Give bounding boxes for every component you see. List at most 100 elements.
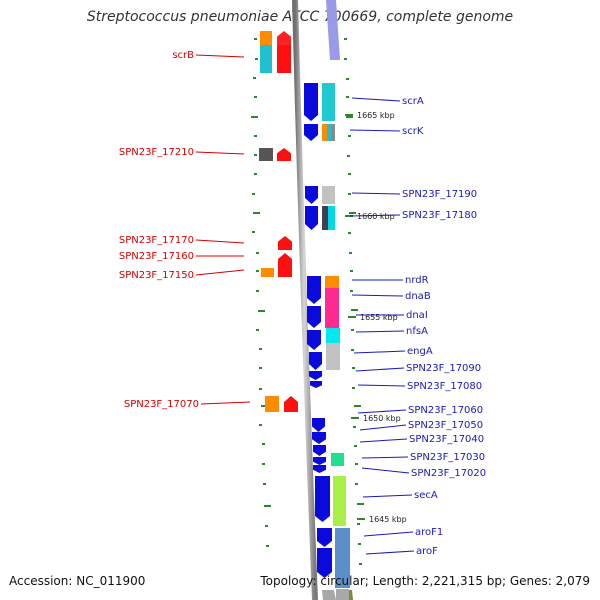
- gene-feature-block: [277, 45, 291, 73]
- gene-label-right: dnaI: [406, 310, 428, 321]
- gene-feature-block: [322, 206, 328, 230]
- gene-label-right: nrdR: [405, 275, 429, 286]
- gene-feature-block: [265, 396, 279, 412]
- gene-label-right: SPN23F_17080: [407, 381, 482, 392]
- label-leader-line: [355, 330, 405, 333]
- scale-tick-right: [348, 173, 351, 175]
- scale-tick-left: [254, 154, 257, 156]
- scale-tick-right: [346, 78, 349, 80]
- gene-feature-forward: [313, 457, 326, 465]
- gene-feature-block: [322, 83, 335, 121]
- gene-feature-forward: [315, 476, 330, 522]
- scale-tick-right: [349, 252, 352, 254]
- scale-tick-right: [355, 463, 358, 465]
- gene-feature-block: [322, 186, 335, 204]
- gene-feature-block: [261, 268, 274, 277]
- scale-kbp-label: 1665 kbp: [357, 111, 395, 120]
- gene-feature-forward: [317, 548, 332, 578]
- gene-label-right: SPN23F_17040: [409, 434, 484, 445]
- map-title: Streptococcus pneumoniae ATCC 700669, co…: [86, 9, 514, 25]
- gene-feature-forward: [307, 276, 321, 304]
- scale-tick-left: [255, 58, 258, 60]
- gene-feature-forward: [312, 432, 326, 444]
- scale-tick-right: [344, 58, 347, 60]
- scale-tick-left: [252, 231, 255, 233]
- label-leader-line: [195, 239, 245, 244]
- scale-tick-right: [346, 116, 353, 118]
- gene-feature-forward: [304, 83, 318, 121]
- label-leader-line: [365, 550, 415, 555]
- scale-tick-right: [357, 523, 360, 525]
- gene-feature-forward: [307, 306, 321, 328]
- scale-tick-right: [349, 212, 356, 214]
- scale-tick-left: [263, 483, 266, 485]
- gene-label-right: SPN23F_17050: [408, 420, 483, 431]
- label-leader-line: [351, 294, 404, 297]
- scale-kbp-label: 1645 kbp: [369, 515, 407, 524]
- gene-feature-forward: [309, 371, 322, 380]
- scale-tick-right: [346, 96, 349, 98]
- gene-feature-block: [335, 558, 350, 588]
- gene-label-right: SPN23F_17090: [406, 363, 481, 374]
- gene-feature-forward: [312, 418, 325, 432]
- scale-tick-right: [348, 232, 351, 234]
- scale-tick-left: [253, 77, 256, 79]
- gene-label-right: SPN23F_17020: [411, 468, 486, 479]
- label-leader-line: [363, 531, 414, 537]
- gene-label-right: SPN23F_17180: [402, 210, 477, 221]
- scale-tick-right: [351, 309, 358, 311]
- gene-label-right: aroF: [416, 546, 438, 557]
- gene-feature-reverse: [278, 253, 292, 269]
- scale-tick-right: [358, 543, 361, 545]
- label-leader-line: [349, 129, 401, 132]
- genome-backbone: [292, 0, 318, 600]
- scale-tick-left: [259, 424, 262, 426]
- scale-tick-left: [259, 367, 262, 369]
- accession-text: Accession: NC_011900: [9, 574, 146, 588]
- scale-tick-left: [266, 545, 269, 547]
- scale-tick-right: [353, 426, 356, 428]
- gene-label-right: engA: [407, 346, 433, 357]
- gene-feature-block: [260, 45, 272, 73]
- gene-feature-forward: [313, 445, 326, 456]
- scale-tick-right: [354, 445, 357, 447]
- bottom-ring-strip-gray: [322, 590, 336, 600]
- scale-tick-left: [254, 38, 257, 40]
- gene-feature-block: [333, 476, 346, 526]
- gene-feature-block: [259, 148, 273, 161]
- label-leader-line: [359, 424, 407, 431]
- scale-tick-left: [254, 96, 257, 98]
- gene-label-right: nfsA: [406, 326, 428, 337]
- scale-tick-right: [351, 349, 354, 351]
- scale-tick-right: [351, 329, 354, 331]
- gene-feature-block: [331, 453, 344, 466]
- gene-feature-forward: [313, 465, 326, 473]
- scale-tick-right: [357, 503, 364, 505]
- scale-tick-left: [254, 135, 257, 137]
- gene-label-right: aroF1: [415, 527, 443, 538]
- label-leader-line: [359, 438, 408, 443]
- scale-kbp-label: 1650 kbp: [363, 414, 401, 423]
- gene-feature-block: [326, 328, 340, 343]
- scale-kbp-label: 1660 kbp: [357, 212, 395, 221]
- label-leader-line: [351, 97, 401, 102]
- gene-label-right: scrK: [402, 126, 424, 137]
- gene-feature-reverse: [277, 31, 291, 45]
- scale-tick-right: [344, 38, 347, 40]
- label-leader-line: [357, 384, 406, 387]
- label-leader-line: [195, 54, 245, 58]
- gene-feature-block: [278, 268, 292, 277]
- gene-label-left: SPN23F_17210: [119, 147, 194, 158]
- scale-tick-right: [359, 563, 362, 565]
- scale-tick-left: [261, 405, 268, 407]
- gene-label-left: SPN23F_17170: [119, 235, 194, 246]
- label-leader-line: [361, 456, 409, 459]
- scale-tick-right: [354, 405, 361, 407]
- gene-label-left: scrB: [172, 50, 194, 61]
- gene-feature-block: [331, 124, 335, 141]
- label-leader-line: [355, 367, 405, 372]
- label-leader-line: [349, 214, 401, 217]
- scale-tick-left: [264, 505, 271, 507]
- gene-feature-block: [327, 124, 331, 141]
